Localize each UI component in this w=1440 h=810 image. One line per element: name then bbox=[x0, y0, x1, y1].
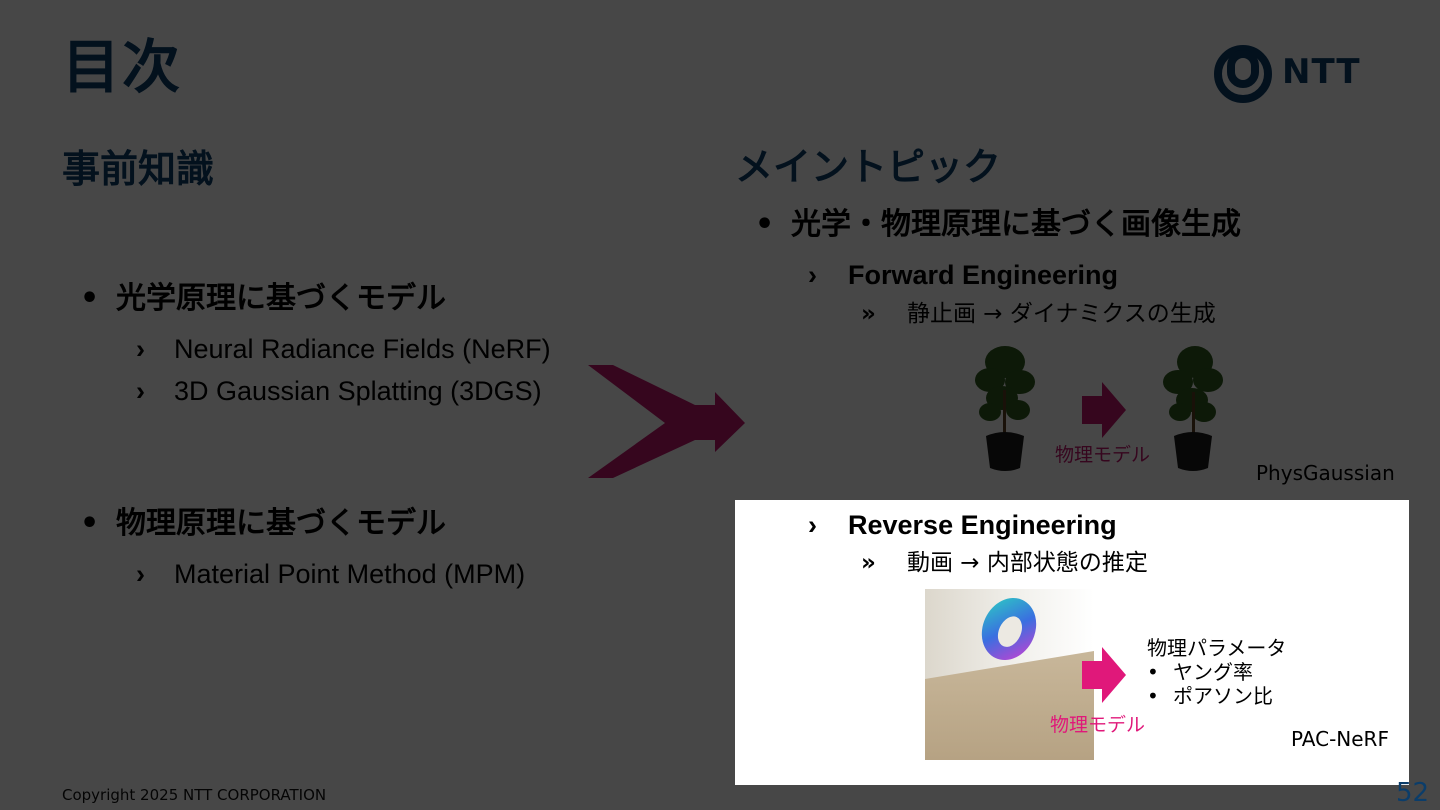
sub-marker: › bbox=[136, 559, 145, 589]
left-group-1-item-1: ›Neural Radiance Fields (NeRF) bbox=[136, 334, 551, 364]
bullet-marker: • bbox=[80, 281, 100, 316]
subsub-marker: » bbox=[861, 550, 876, 576]
right-arrow-icon bbox=[1082, 647, 1126, 703]
pac-nerf-caption: PAC-NeRF bbox=[1291, 727, 1389, 751]
right-arrow-icon bbox=[1082, 382, 1126, 438]
sub-marker: › bbox=[808, 260, 817, 290]
right-topic: •光学・物理原理に基づく画像生成 bbox=[755, 207, 1241, 242]
subsub-marker: » bbox=[861, 301, 876, 327]
sub-marker: › bbox=[808, 510, 817, 540]
torus-icon bbox=[981, 597, 1037, 661]
footer-copyright: Copyright 2025 NTT CORPORATION bbox=[62, 786, 327, 804]
param-item: •ポアソン比 bbox=[1147, 684, 1273, 708]
left-group-2-title: •物理原理に基づくモデル bbox=[80, 506, 446, 541]
right-heading: メイントピック bbox=[735, 145, 1002, 189]
bullet-marker: • bbox=[755, 207, 775, 242]
param-item: •ヤング率 bbox=[1147, 660, 1253, 684]
sub-marker: › bbox=[136, 376, 145, 406]
left-group-1-item-2: ›3D Gaussian Splatting (3DGS) bbox=[136, 376, 542, 406]
merge-arrow-icon bbox=[588, 365, 745, 478]
sub-marker: › bbox=[136, 334, 145, 364]
forward-engineering-detail: »静止画 → ダイナミクスの生成 bbox=[861, 301, 1216, 327]
forward-arrow-label: 物理モデル bbox=[1055, 444, 1151, 466]
params-title: 物理パラメータ bbox=[1147, 636, 1287, 660]
bullet-marker: • bbox=[80, 506, 100, 541]
forward-engineering-label: ›Forward Engineering bbox=[808, 260, 1119, 290]
page-number: 52 bbox=[1396, 778, 1430, 808]
left-group-2-item-1: ›Material Point Method (MPM) bbox=[136, 559, 526, 589]
logo-text: NTT bbox=[1282, 52, 1361, 92]
slide-title: 目次 bbox=[62, 33, 183, 101]
torus-scene-image bbox=[925, 589, 1094, 760]
plant-icon bbox=[1163, 346, 1223, 471]
plant-icon bbox=[975, 346, 1035, 471]
left-group-1-title: •光学原理に基づくモデル bbox=[80, 281, 446, 316]
ntt-logo-icon bbox=[1214, 45, 1272, 103]
reverse-engineering-label: ›Reverse Engineering bbox=[808, 510, 1117, 540]
reverse-arrow-label: 物理モデル bbox=[1050, 714, 1146, 736]
ntt-logo: NTT bbox=[1212, 44, 1372, 104]
reverse-engineering-detail: »動画 → 内部状態の推定 bbox=[861, 550, 1148, 576]
left-heading: 事前知識 bbox=[62, 147, 215, 191]
physgaussian-caption: PhysGaussian bbox=[1256, 461, 1395, 485]
